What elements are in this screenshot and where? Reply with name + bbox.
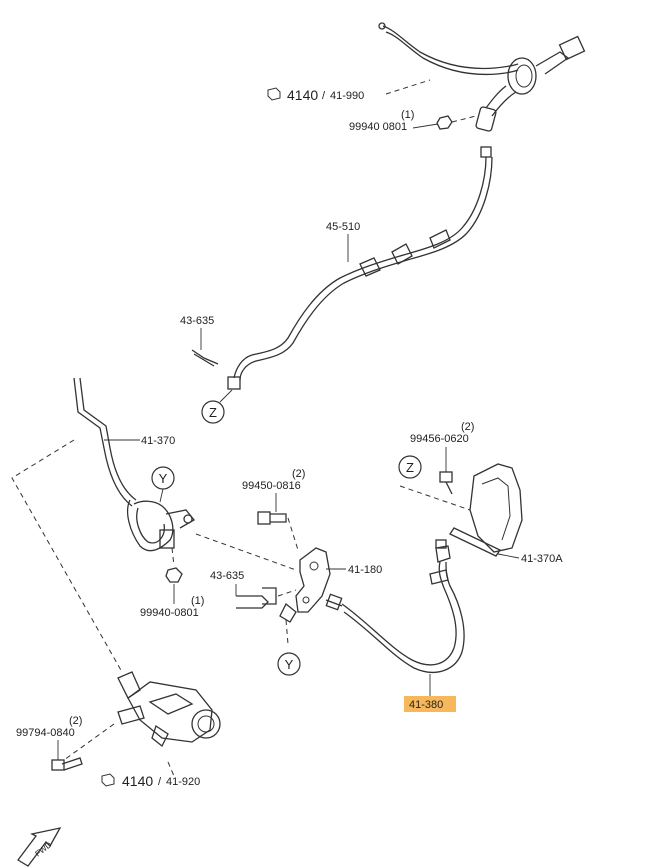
bracket-41-180-label: 41-180 xyxy=(348,564,382,576)
guide-line-left xyxy=(11,439,123,673)
forward-arrow-label: FWD xyxy=(33,840,53,858)
svg-text:/: / xyxy=(158,776,162,788)
circle-y-top-label: Y xyxy=(159,471,168,486)
nut-mid-qty: (1) xyxy=(191,595,204,607)
bolt-99450: (2) 99450-0816 xyxy=(242,468,305,551)
reference-bottom-sub: 41-920 xyxy=(166,776,200,788)
bracket-41-180: 41-180 xyxy=(279,547,382,645)
nut-mid: (1) 99940-0801 xyxy=(140,547,204,619)
clutch-hose-41-380: 41-380 xyxy=(325,539,465,712)
clip-top: 43-635 xyxy=(180,315,219,367)
hose-label-highlight xyxy=(404,696,456,712)
bolt-99794-code: 99794-0840 xyxy=(16,727,75,739)
callout-z-right: Z xyxy=(398,455,471,511)
pedal-pipe-41-370: 41-370 xyxy=(73,377,195,552)
reference-book-icon xyxy=(267,87,281,101)
bolt-99456: (2) 99456-0620 xyxy=(410,421,474,495)
reference-bottom: 4140 / 41-920 xyxy=(101,761,200,789)
pedal-pipe-label: 41-370 xyxy=(141,435,175,447)
svg-text:/: / xyxy=(322,90,326,102)
bolt-99456-code: 99456-0620 xyxy=(410,433,469,445)
bolt-99450-code: 99450-0816 xyxy=(242,480,301,492)
forward-arrow-icon xyxy=(17,827,62,867)
reference-book-icon-bottom xyxy=(101,773,115,787)
clip-mid: 43-635 xyxy=(210,570,297,609)
reference-top-sub: 41-990 xyxy=(330,90,364,102)
clutch-cylinder-bottom xyxy=(63,671,221,761)
reference-top-main: 4140 xyxy=(287,87,318,103)
reservoir-hose-assembly xyxy=(378,22,586,132)
circle-z-left-label: Z xyxy=(209,405,217,420)
callout-y-top: Y xyxy=(151,466,175,503)
reference-bottom-main: 4140 xyxy=(122,773,153,789)
clutch-pipe-45-510: 45-510 xyxy=(227,146,493,390)
bolt-99794-qty: (2) xyxy=(69,715,82,727)
guide-line-mid xyxy=(195,533,297,571)
bracket-41-370a: 41-370A xyxy=(449,463,563,565)
callout-z-left: Z xyxy=(201,389,233,424)
nut-top: (1) 99940 0801 xyxy=(349,109,477,133)
reference-top: 4140 / 41-990 xyxy=(267,79,431,103)
clip-mid-label: 43-635 xyxy=(210,570,244,582)
bolt-99456-qty: (2) xyxy=(461,421,474,433)
nut-top-code: 99940 0801 xyxy=(349,121,407,133)
hose-label: 41-380 xyxy=(409,699,443,711)
bolt-99450-qty: (2) xyxy=(292,468,305,480)
forward-arrow: FWD xyxy=(17,827,62,867)
bracket-41-370a-label: 41-370A xyxy=(521,553,563,565)
circle-y-bottom-label: Y xyxy=(285,657,294,672)
nut-mid-code: 99940-0801 xyxy=(140,607,199,619)
circle-z-right-label: Z xyxy=(406,460,414,475)
nut-top-qty: (1) xyxy=(401,109,414,121)
clip-top-label: 43-635 xyxy=(180,315,214,327)
callout-y-bottom: Y xyxy=(277,652,301,676)
pipe-label-45-510: 45-510 xyxy=(326,221,360,233)
bolt-99794: (2) 99794-0840 xyxy=(16,715,83,771)
